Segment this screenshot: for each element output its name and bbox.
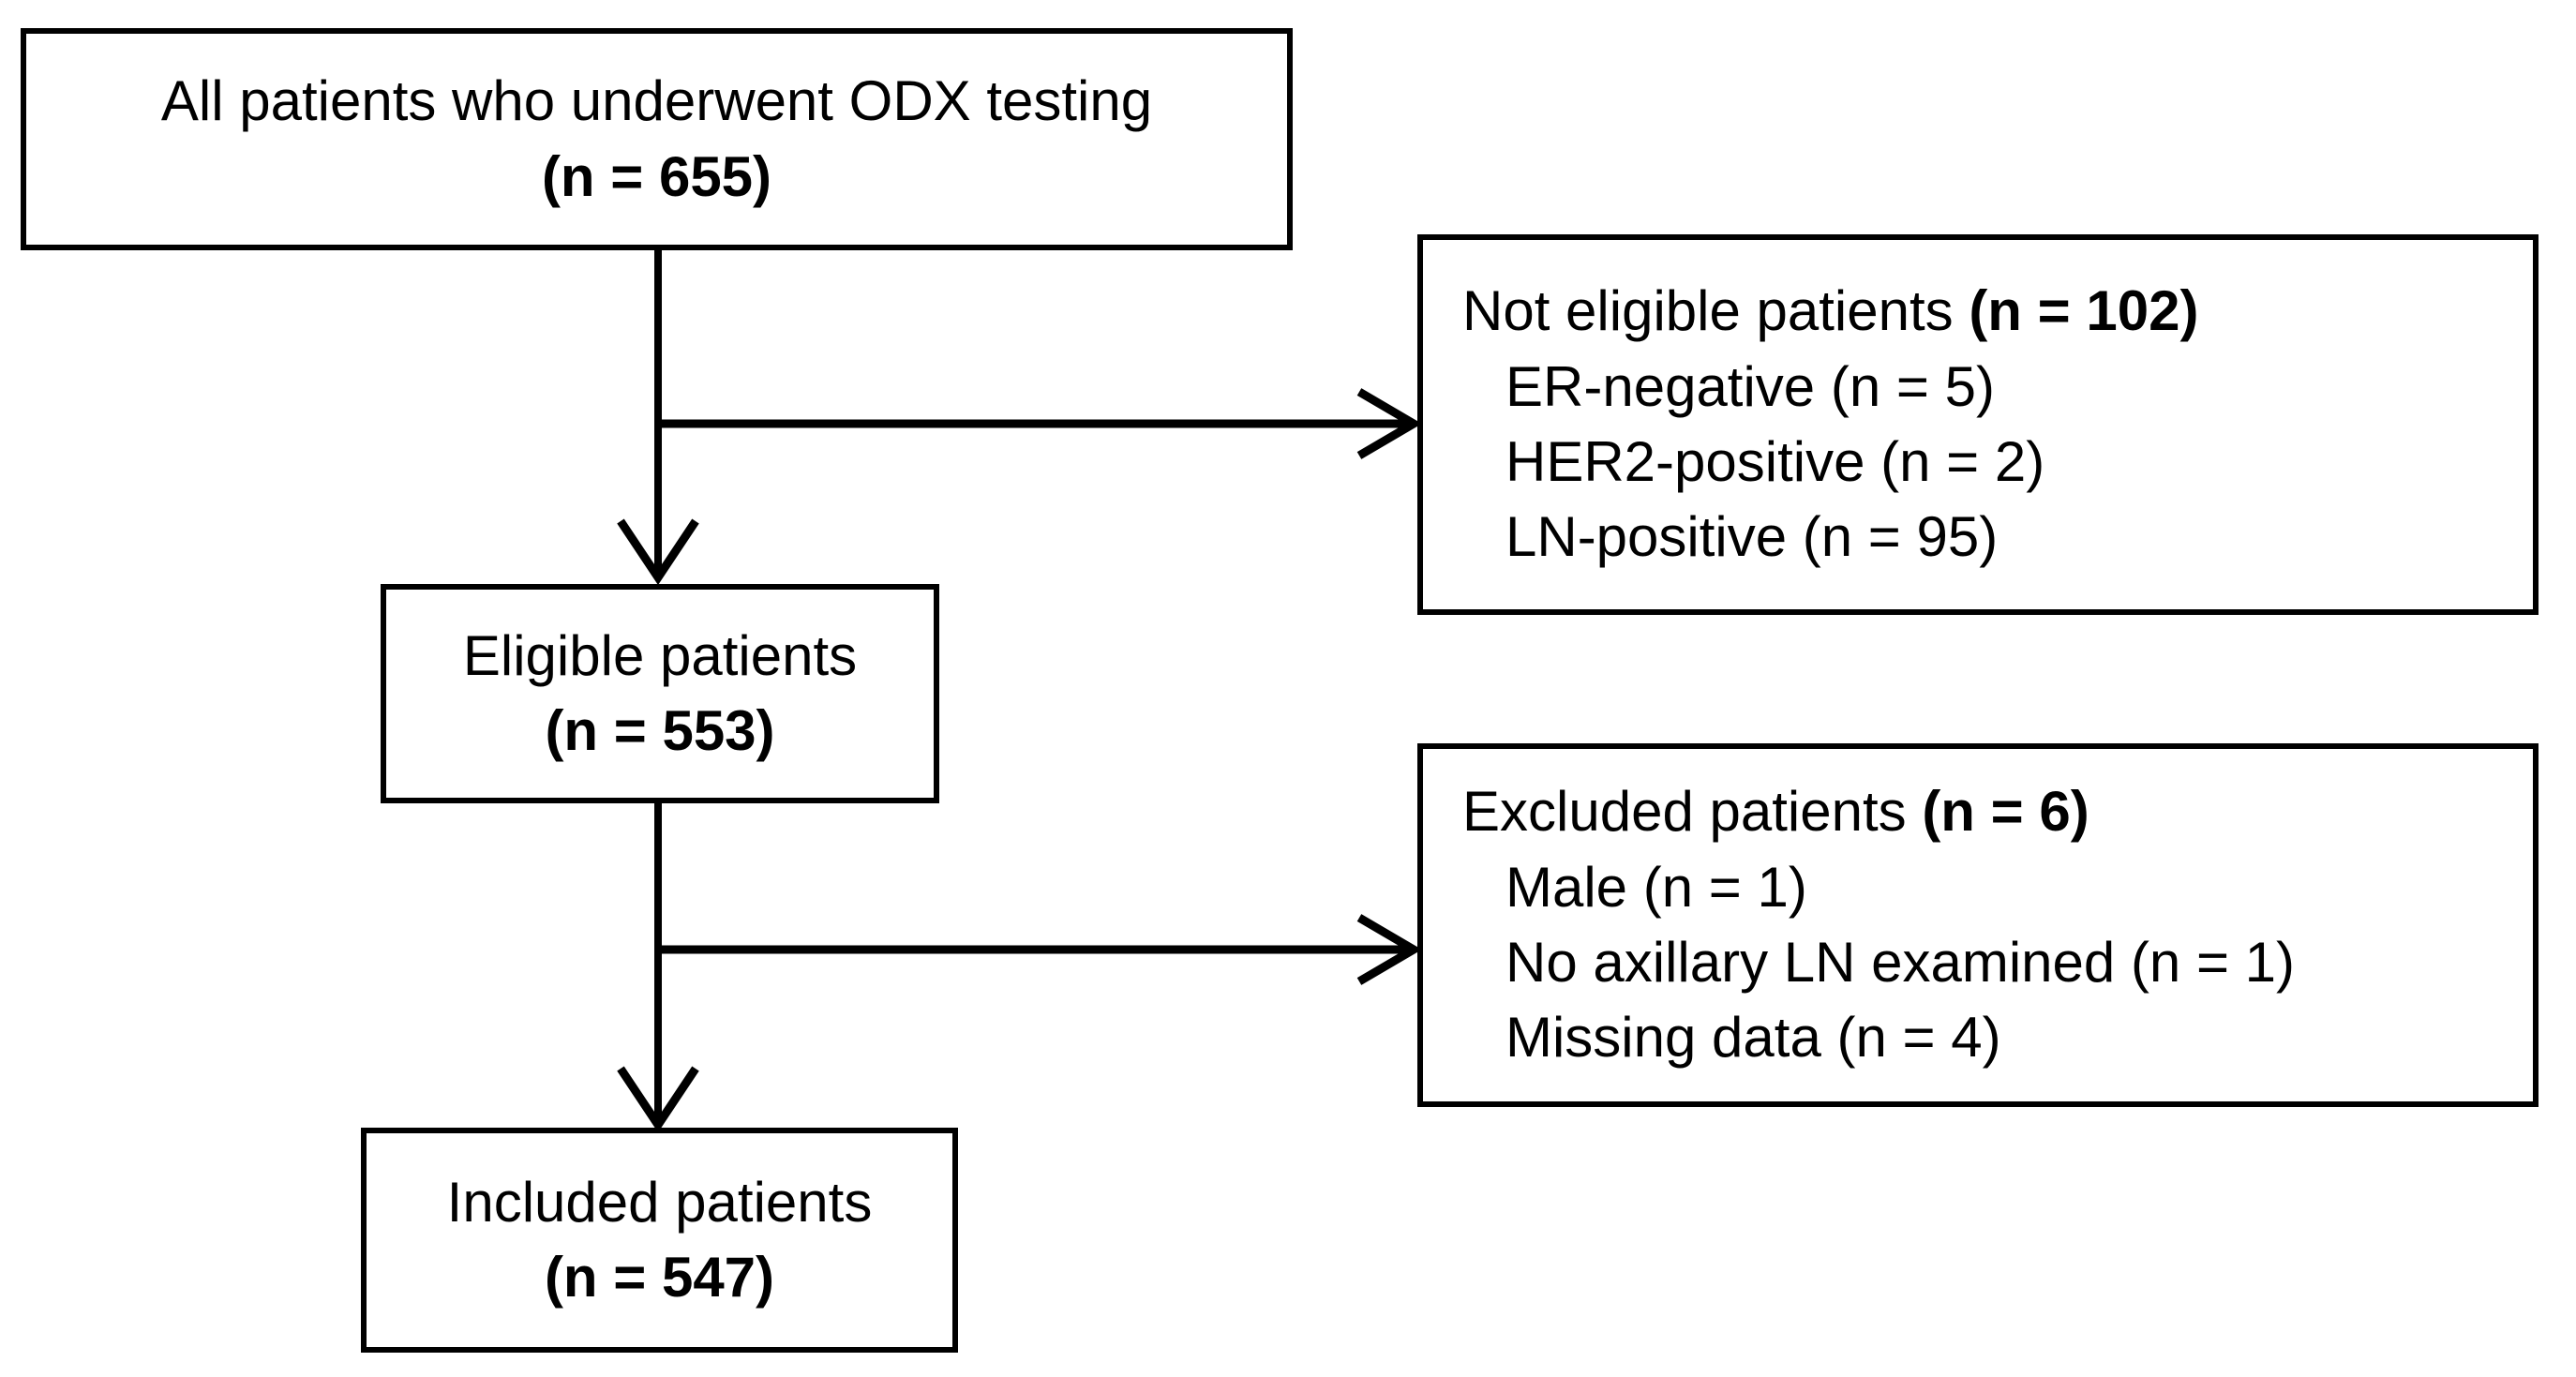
- node-excluded-item-0: Male (n = 1): [1505, 855, 1807, 919]
- node-not-eligible-patients: Not eligible patients (n = 102) ER-negat…: [1417, 234, 2539, 615]
- node-excluded-header: Excluded patients (n = 6): [1462, 774, 2089, 849]
- node-all-patients-title: All patients who underwent ODX testing: [160, 69, 1153, 133]
- node-not-eligible-item-2: LN-positive (n = 95): [1505, 505, 1999, 569]
- node-eligible-patients-title: Eligible patients: [462, 623, 858, 687]
- node-excluded-patients: Excluded patients (n = 6) Male (n = 1) N…: [1417, 743, 2539, 1107]
- node-not-eligible-header: Not eligible patients (n = 102): [1462, 274, 2198, 349]
- node-excluded-item-2: Missing data (n = 4): [1505, 1006, 2001, 1070]
- node-not-eligible-header-text: Not eligible patients: [1462, 279, 1969, 343]
- node-all-patients-count: (n = 655): [541, 144, 772, 208]
- node-all-patients: All patients who underwent ODX testing (…: [21, 28, 1293, 250]
- node-included-patients-count: (n = 547): [544, 1246, 775, 1309]
- edge-all-to-eligible: [617, 250, 699, 586]
- node-eligible-patients: Eligible patients (n = 553): [381, 584, 939, 803]
- node-not-eligible-header-count: (n = 102): [1969, 279, 2199, 343]
- node-included-patients-title: Included patients: [446, 1170, 873, 1234]
- node-eligible-patients-count: (n = 553): [545, 699, 775, 762]
- node-not-eligible-item-1: HER2-positive (n = 2): [1505, 430, 2045, 493]
- edge-eligible-to-included: [617, 803, 699, 1133]
- edge-all-to-not-eligible: [658, 388, 1422, 459]
- edge-eligible-to-excluded: [658, 914, 1422, 985]
- node-excluded-header-text: Excluded patients: [1462, 780, 1923, 844]
- node-not-eligible-item-0: ER-negative (n = 5): [1505, 354, 1995, 418]
- node-excluded-item-1: No axillary LN examined (n = 1): [1505, 931, 2296, 994]
- node-included-patients: Included patients (n = 547): [361, 1128, 958, 1353]
- node-excluded-header-count: (n = 6): [1922, 780, 2089, 844]
